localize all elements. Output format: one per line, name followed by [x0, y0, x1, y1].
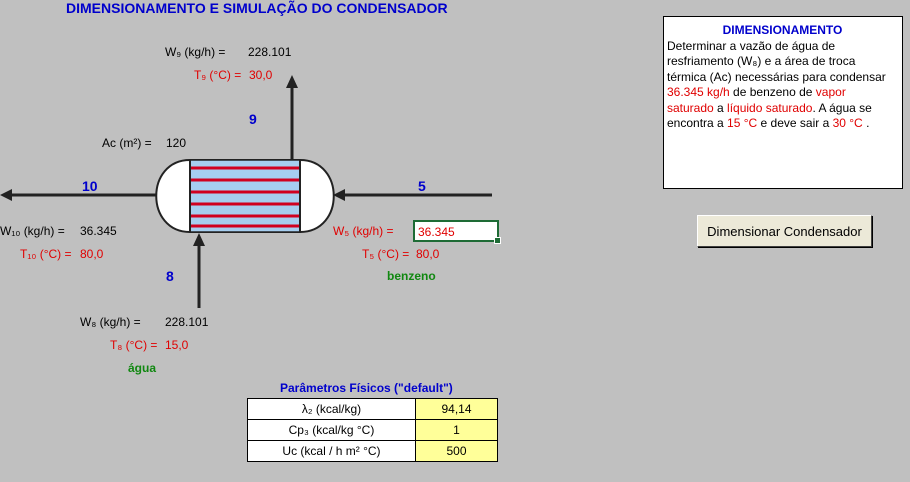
stream-9-flow-value: 228.101	[248, 45, 292, 59]
stream-5-number: 5	[418, 178, 426, 194]
stream-8-flow-label: W₈ (kg/h) =	[80, 315, 141, 329]
stream-5-flow-label: W₅ (kg/h) =	[333, 224, 394, 238]
stream-5-fluid: benzeno	[387, 269, 436, 283]
problem-description-box: DIMENSIONAMENTO Determinar a vazão de ág…	[663, 16, 903, 189]
infobox-end: .	[862, 116, 870, 130]
param-value[interactable]: 94,14	[415, 398, 498, 420]
stream-5-flow-input[interactable]: 36.345	[413, 220, 501, 244]
stream-8-temp-label: T₈ (°C) =	[110, 338, 158, 352]
infobox-line-3: térmica (Ac) necessárias para condensar	[667, 69, 886, 84]
infobox-vapor: vapor	[815, 85, 846, 99]
infobox-amount: 36.345 kg/h	[667, 85, 730, 99]
area-value: 120	[166, 136, 187, 150]
infobox-t-in: 15 °C	[727, 116, 758, 130]
infobox-line-1: Determinar a vazão de água de	[667, 38, 836, 53]
param-value[interactable]: 1	[415, 419, 498, 441]
stream-9-flow-label: W₉ (kg/h) =	[165, 45, 226, 59]
infobox-header: DIMENSIONAMENTO	[722, 23, 843, 37]
stream-9-temp-label: T₉ (°C) =	[194, 68, 242, 82]
stream-8-number: 8	[166, 268, 174, 284]
table-row: λ₂ (kcal/kg) 94,14	[247, 398, 498, 420]
infobox-enters-at: encontra a	[667, 116, 728, 130]
param-label: Uc (kcal / h m² °C)	[247, 440, 416, 462]
params-title: Parâmetros Físicos ("default")	[280, 381, 453, 395]
table-row: Uc (kcal / h m² °C) 500	[247, 440, 498, 462]
tube-lines	[190, 166, 300, 228]
infobox-line-4: 36.345 kg/h de benzeno de vapor	[667, 85, 898, 101]
area-label: Ac (m²) =	[102, 136, 152, 150]
params-table: λ₂ (kcal/kg) 94,14 Cp₃ (kcal/kg °C) 1 Uc…	[247, 398, 498, 462]
infobox-line-6: encontra a 15 °C e deve sair a 30 °C .	[667, 116, 898, 132]
param-value[interactable]: 500	[415, 440, 498, 462]
stream-10-number: 10	[82, 178, 98, 194]
infobox-must-leave: e deve sair a	[757, 116, 833, 130]
infobox-line-5: saturado a líquido saturado. A água se	[667, 101, 898, 117]
stream-9-number: 9	[249, 111, 257, 127]
infobox-to: a	[713, 100, 728, 115]
stream-8-fluid: água	[128, 361, 157, 375]
tube-bundle	[189, 159, 301, 233]
infobox-water: . A água se	[812, 100, 872, 115]
infobox-liquid: líquido saturado	[727, 100, 813, 115]
stream-5-arrowhead	[333, 189, 345, 201]
stream-10-temp-value: 80,0	[80, 247, 104, 261]
stream-8-temp-value: 15,0	[165, 338, 189, 352]
stream-5-temp-value: 80,0	[416, 247, 440, 261]
stream-8-arrowhead	[193, 233, 205, 246]
dimension-condenser-button[interactable]: Dimensionar Condensador	[697, 215, 872, 247]
param-label: λ₂ (kcal/kg)	[247, 398, 416, 420]
stream-10-temp-label: T₁₀ (°C) =	[20, 247, 72, 261]
table-row: Cp₃ (kcal/kg °C) 1	[247, 419, 498, 441]
param-label: Cp₃ (kcal/kg °C)	[247, 419, 416, 441]
stream-9-temp-value: 30,0	[249, 68, 273, 82]
infobox-saturated: saturado	[667, 100, 714, 115]
stream-5-temp-label: T₅ (°C) =	[362, 247, 410, 261]
infobox-of-benzene: de benzeno de	[729, 85, 816, 99]
stream-9-arrowhead	[286, 75, 298, 88]
infobox-line-2: resfriamento (W₈) e a área de troca	[667, 54, 856, 68]
stream-10-arrowhead	[0, 189, 12, 201]
infobox-t-out: 30 °C	[832, 116, 863, 130]
stream-10-flow-value: 36.345	[80, 224, 117, 238]
stream-8-flow-value: 228.101	[165, 315, 209, 329]
page-title: DIMENSIONAMENTO E SIMULAÇÃO DO CONDENSAD…	[66, 0, 448, 16]
stream-10-flow-label: W₁₀ (kg/h) =	[0, 224, 65, 238]
